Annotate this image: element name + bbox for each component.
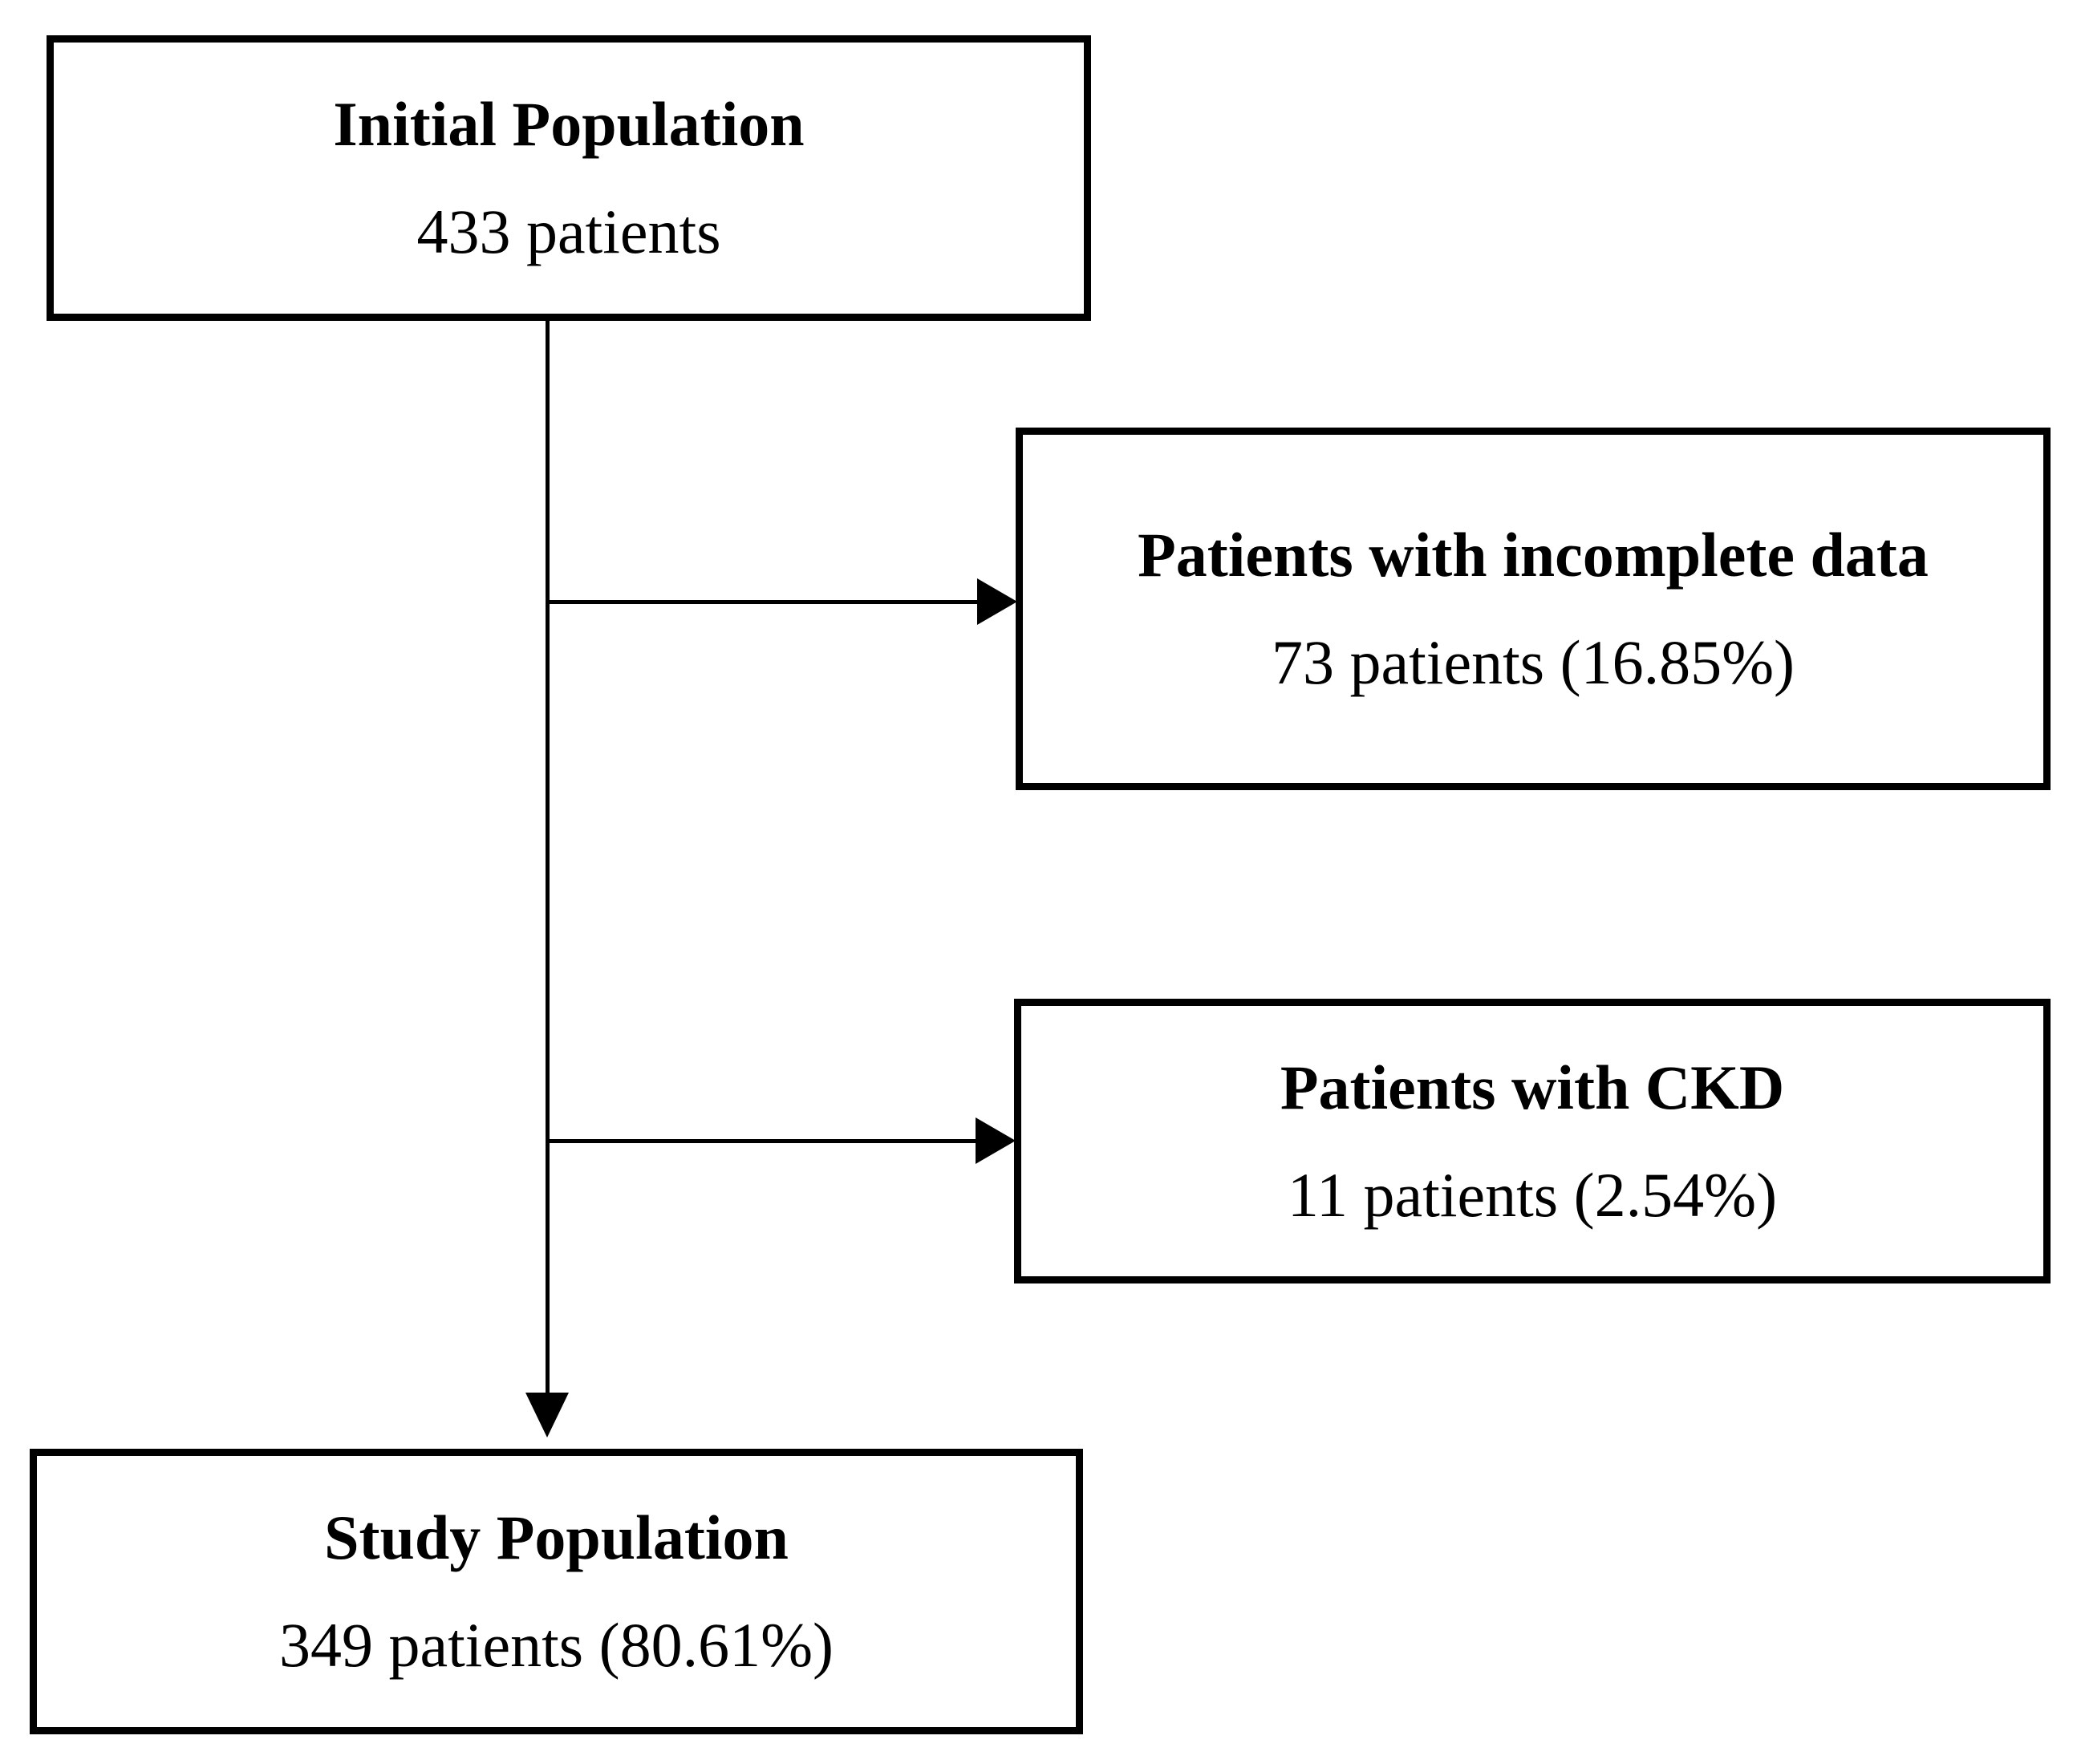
connector-branch-ckd [547,1139,977,1143]
connector-trunk-line [546,321,550,1394]
node-study-population: Study Population 349 patients (80.61%) [30,1449,1083,1734]
node-title: Patients with incomplete data [1138,520,1929,590]
node-title: Study Population [324,1502,789,1573]
node-initial-population: Initial Population 433 patients [47,35,1091,321]
node-patients-incomplete-data: Patients with incomplete data 73 patient… [1016,428,2051,790]
arrow-down-icon [525,1393,569,1438]
node-title: Patients with CKD [1280,1052,1785,1122]
node-value: 349 patients (80.61%) [278,1610,834,1680]
arrow-right-icon [977,578,1017,625]
node-value: 11 patients (2.54%) [1287,1159,1778,1230]
node-value: 433 patients [416,197,721,266]
arrow-right-icon [976,1117,1016,1164]
node-value: 73 patients (16.85%) [1271,627,1795,697]
connector-branch-incomplete-data [547,600,977,604]
node-patients-ckd: Patients with CKD 11 patients (2.54%) [1014,999,2051,1283]
node-title: Initial Population [333,89,805,160]
